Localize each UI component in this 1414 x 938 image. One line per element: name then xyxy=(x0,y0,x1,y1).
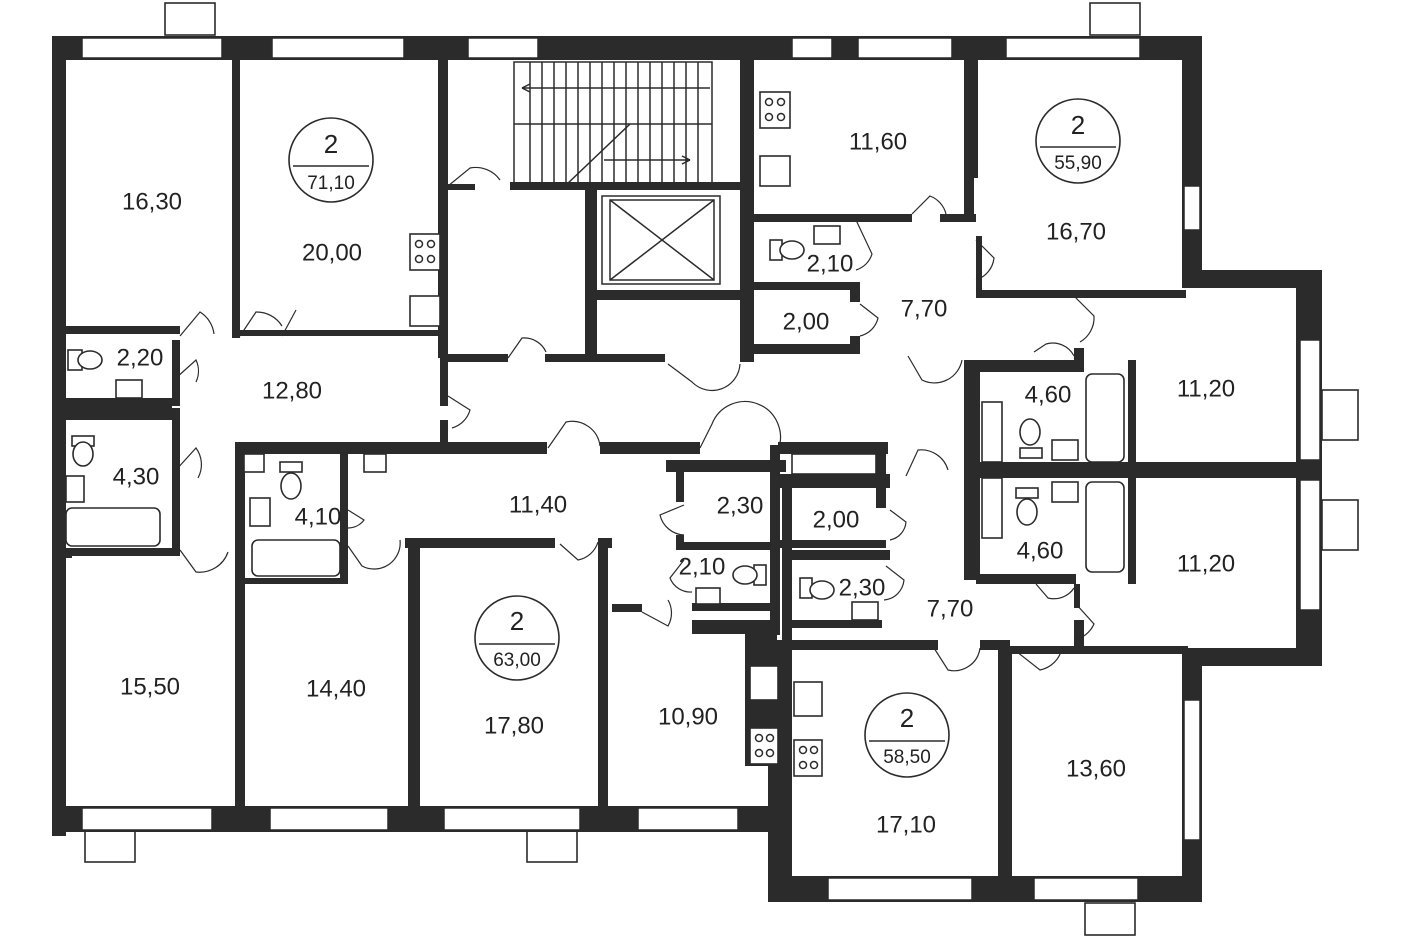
room-area-label: 4,30 xyxy=(113,463,160,490)
stove-icon xyxy=(793,739,823,777)
room-area-label: 2,00 xyxy=(783,308,830,335)
interior-walls xyxy=(62,58,1302,878)
toilet-icon xyxy=(279,461,303,500)
sink-icon xyxy=(759,155,791,187)
badge-total-area: 63,00 xyxy=(493,650,541,671)
apartment-badge[interactable]: 2 58,50 xyxy=(864,692,950,778)
room-area-label: 2,10 xyxy=(679,553,726,580)
badge-rooms: 2 xyxy=(1071,110,1085,140)
sink-icon xyxy=(115,379,143,399)
badge-rooms: 2 xyxy=(510,606,524,636)
fixtures xyxy=(65,91,1125,777)
toilet-icon xyxy=(67,349,103,371)
room-area-label: 20,00 xyxy=(302,239,362,266)
room-area-label: 10,90 xyxy=(658,703,718,730)
sink-icon xyxy=(793,681,823,717)
sink-icon xyxy=(249,497,271,527)
stove-icon xyxy=(749,727,779,765)
badge-total-area: 58,50 xyxy=(883,747,931,768)
balconies xyxy=(84,2,1359,936)
toilet-icon xyxy=(769,239,805,261)
room-area-label: 7,70 xyxy=(901,295,948,322)
room-area-label: 17,80 xyxy=(484,712,544,739)
room-area-label: 14,40 xyxy=(306,675,366,702)
room-area-label: 11,20 xyxy=(1177,375,1235,402)
room-area-label: 2,10 xyxy=(807,250,854,277)
bathtub-icon xyxy=(1085,373,1125,463)
doors xyxy=(175,166,1095,672)
room-area-label: 2,00 xyxy=(813,506,860,533)
sink-icon xyxy=(813,225,841,245)
room-area-label: 7,70 xyxy=(927,595,974,622)
room-area-label: 4,10 xyxy=(295,503,342,530)
toilet-icon xyxy=(1019,418,1043,459)
room-area-label: 11,40 xyxy=(509,491,567,518)
toilet-icon xyxy=(71,435,95,467)
sink-icon xyxy=(409,295,441,327)
room-area-label: 16,30 xyxy=(122,188,182,215)
sink-icon xyxy=(1051,481,1079,503)
staircase xyxy=(513,61,713,187)
badge-total-area: 71,10 xyxy=(307,173,355,194)
room-labels: 16,30 20,00 2,20 12,80 4,30 15,50 14,40 … xyxy=(113,128,1236,838)
room-area-label: 16,70 xyxy=(1046,218,1106,245)
bathtub-icon xyxy=(251,539,341,577)
badge-rooms: 2 xyxy=(900,703,914,733)
room-area-label: 12,80 xyxy=(262,377,322,404)
bathtub-icon xyxy=(65,507,161,547)
toilet-icon xyxy=(1015,487,1039,526)
room-area-label: 17,10 xyxy=(876,811,936,838)
room-area-label: 11,20 xyxy=(1177,550,1235,577)
badge-total-area: 55,90 xyxy=(1054,153,1102,174)
bathtub-icon xyxy=(1085,481,1125,573)
apartment-badge[interactable]: 2 55,90 xyxy=(1035,98,1121,184)
stove-icon xyxy=(759,91,791,129)
elevator xyxy=(601,195,721,285)
stove-icon xyxy=(409,233,441,271)
badge-rooms: 2 xyxy=(324,129,338,159)
room-area-label: 2,20 xyxy=(117,344,164,371)
room-area-label: 11,60 xyxy=(849,128,907,155)
windows xyxy=(81,37,1321,901)
toilet-icon xyxy=(799,577,835,600)
toilet-icon xyxy=(732,564,767,586)
room-area-label: 13,60 xyxy=(1066,755,1126,782)
sink-icon xyxy=(695,587,721,605)
sink-icon xyxy=(1051,439,1079,461)
room-area-label: 4,60 xyxy=(1025,381,1072,408)
sink-icon xyxy=(851,601,879,621)
sink-icon xyxy=(65,475,85,503)
room-area-label: 2,30 xyxy=(839,574,886,601)
room-area-label: 4,60 xyxy=(1017,537,1064,564)
apartment-badge[interactable]: 2 63,00 xyxy=(474,595,560,681)
apartment-badge[interactable]: 2 71,10 xyxy=(288,117,374,203)
stair-steps xyxy=(529,62,699,186)
room-area-label: 2,30 xyxy=(717,492,764,519)
sink-icon xyxy=(749,665,779,701)
room-area-label: 15,50 xyxy=(120,673,180,700)
